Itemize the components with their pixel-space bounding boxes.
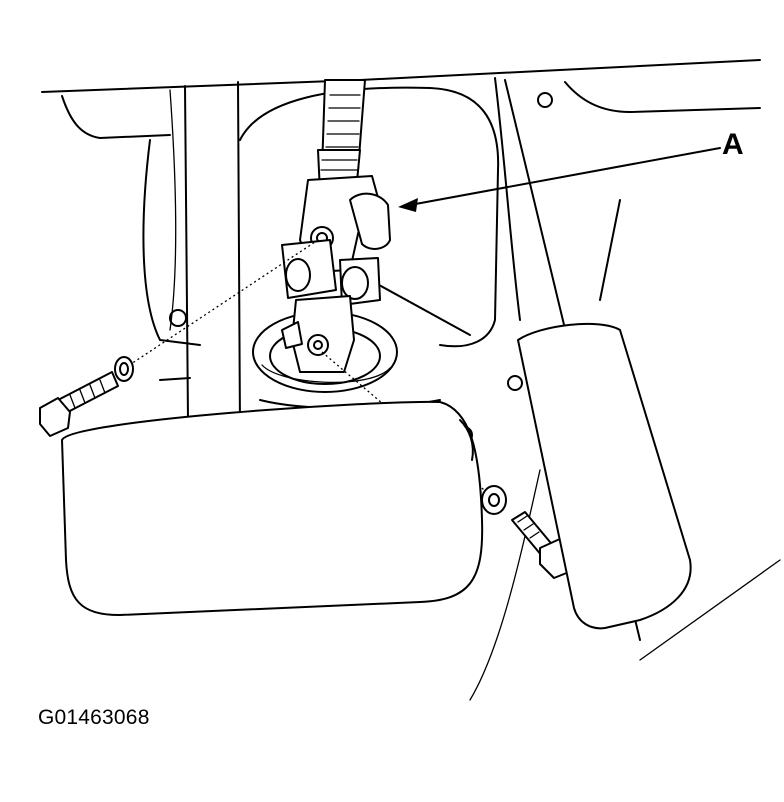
left-bolt xyxy=(39,239,319,437)
figure-id: G01463068 xyxy=(38,706,150,729)
steering-shaft xyxy=(317,79,366,193)
universal-joint xyxy=(281,175,391,373)
callout-leader xyxy=(398,147,721,212)
callout-label-a: A xyxy=(722,128,744,161)
brake-pedal-pad xyxy=(61,400,484,616)
accelerator-pedal-pad xyxy=(517,322,692,630)
